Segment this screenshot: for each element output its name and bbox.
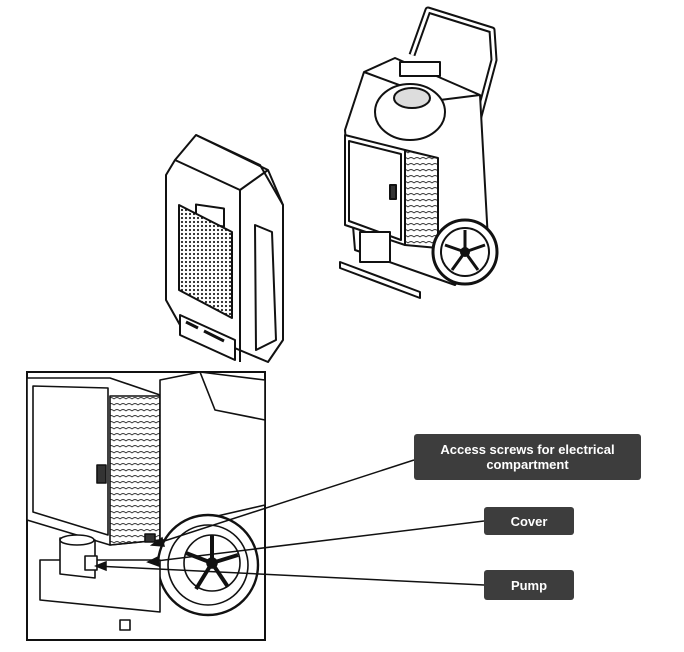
- dehumidifier-open-illustration: [339, 6, 499, 299]
- callout-cover: Cover: [484, 507, 574, 535]
- leader-lines: [93, 459, 485, 586]
- callout-electrical-access-screws: Access screws for electrical compartment: [414, 434, 641, 480]
- detail-inset: [26, 371, 266, 641]
- callout-pump: Pump: [484, 570, 574, 600]
- dehumidifier-closed-illustration: [165, 134, 284, 363]
